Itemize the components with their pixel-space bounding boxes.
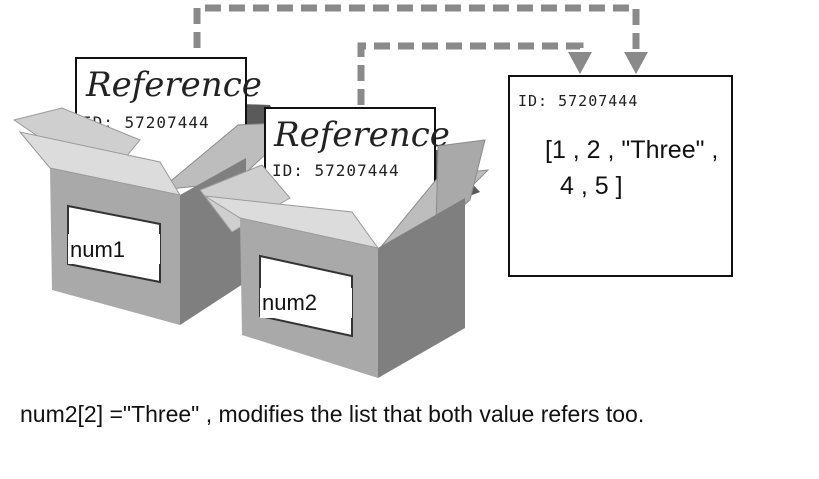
card-title-num2: Reference [273,115,450,155]
reference-card-num2: Reference ID: 57207444 [264,107,450,257]
card-id-num1: ID: 57207444 [82,113,210,132]
card-id-num2: ID: 57207444 [272,161,400,180]
object-id: ID: 57207444 [518,92,638,110]
arrow-num2-head [568,52,592,74]
arrow-num2-to-object [357,42,584,105]
list-object: ID: 57207444 [1 , 2 , "Three" , 4 , 5 ] [508,75,733,277]
card-title-num1: Reference [85,65,262,105]
variable-label-num1: num1 [70,237,125,262]
arrow-num1-to-object [193,4,640,58]
arrow-num1-head [624,52,648,74]
reference-arrows [193,4,648,105]
variable-label-num2: num2 [262,290,317,315]
variable-box-num2: Reference ID: 57207444 num2 [199,107,490,378]
caption: num2[2] ="Three" , modifies the list tha… [20,401,644,427]
object-list-line1: [1 , 2 , "Three" , [545,136,718,164]
variable-box-num1: Reference ID: 57207444 num1 [12,57,302,325]
object-list-line2: 4 , 5 ] [560,172,623,200]
